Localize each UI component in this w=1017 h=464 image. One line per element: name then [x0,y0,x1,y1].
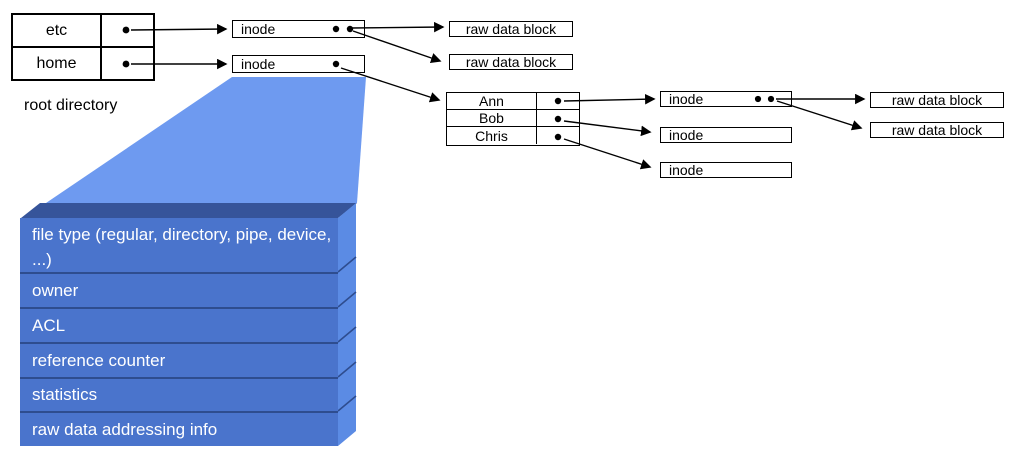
directory-entry-name: home [13,48,102,79]
inode-field-row: ACL [20,307,338,342]
root-directory-caption: root directory [24,97,118,114]
root-directory-table: etc home [11,13,155,81]
raw-data-block-2: raw data block [449,54,573,70]
inode-box-chris: inode [660,162,792,178]
home-directory-table: Ann Bob Chris [446,92,580,146]
inode-detail-top-bevel [21,203,357,218]
inode-field-row: file type (regular, directory, pipe, dev… [20,218,338,272]
pointer-cell [102,48,153,79]
directory-entry-row: Chris [447,127,579,144]
zoom-funnel-shape [46,77,366,203]
pointer-cell [537,110,579,126]
directory-entry-name: Ann [447,93,537,109]
inode-box-ann: inode [660,91,792,107]
inode-field-row: reference counter [20,342,338,377]
directory-entry-name: Bob [447,110,537,126]
pointer-cell [102,15,153,46]
inode-box-home: inode [232,55,365,73]
raw-data-block-3: raw data block [870,92,1004,108]
side-bevel-dividers [337,256,357,412]
inode-field-row: owner [20,272,338,307]
directory-entry-row: Bob [447,110,579,127]
inode-detail-side-bevel [338,203,356,446]
inode-box-bob: inode [660,127,792,143]
directory-entry-row: home [13,48,153,79]
directory-entry-name: Chris [447,127,537,144]
raw-data-block-4: raw data block [870,122,1004,138]
pointer-cell [537,93,579,109]
inode-detail-panel: file type (regular, directory, pipe, dev… [20,218,338,446]
pointer-cell [537,127,579,144]
directory-entry-row: etc [13,15,153,48]
raw-data-block-1: raw data block [449,21,573,37]
directory-entry-row: Ann [447,93,579,110]
inode-field-row: raw data addressing info [20,411,338,446]
inode-field-row: statistics [20,377,338,411]
inode-box-etc: inode [232,20,365,38]
directory-entry-name: etc [13,15,102,46]
